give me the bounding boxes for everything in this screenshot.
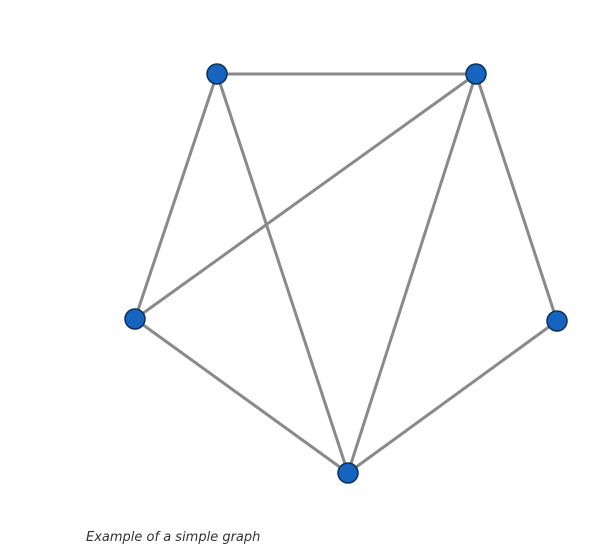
- node-top-left: [206, 63, 228, 85]
- edge-left-bottom: [133, 317, 350, 475]
- node-left: [124, 308, 146, 330]
- simple-graph-diagram: [124, 63, 568, 484]
- figure-caption: Example of a simple graph: [86, 530, 261, 545]
- node-bottom: [337, 462, 359, 484]
- edge-right-bottom: [346, 319, 559, 475]
- edge-top-right-left: [133, 72, 478, 321]
- node-right: [546, 310, 568, 332]
- edges-layer: [133, 72, 559, 475]
- nodes-layer: [124, 63, 568, 484]
- edge-top-right-bottom: [346, 72, 478, 475]
- node-top-right: [465, 63, 487, 85]
- edge-top-left-left: [133, 72, 219, 321]
- edge-top-left-bottom: [215, 72, 350, 475]
- edge-top-right-right: [474, 72, 559, 323]
